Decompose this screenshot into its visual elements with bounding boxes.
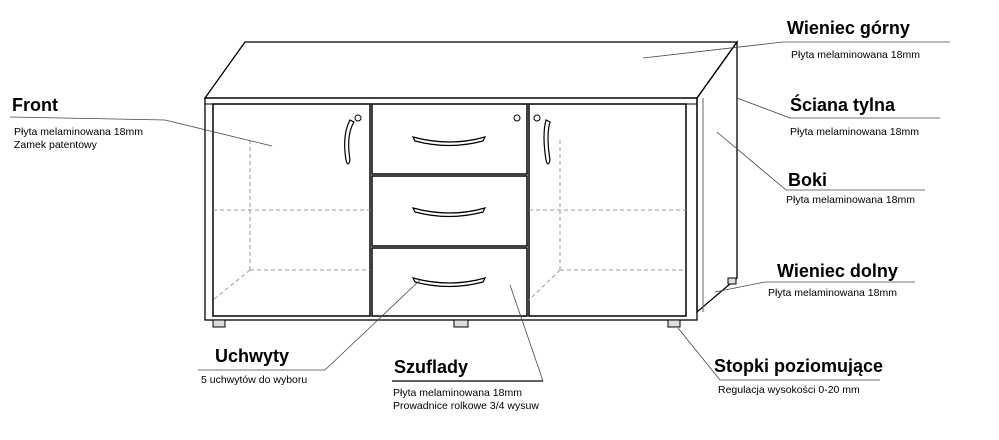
uchwyty-desc: 5 uchwytów do wyboru (201, 374, 308, 386)
sciana-tylna-desc: Płyta melaminowana 18mm (790, 126, 919, 138)
right-door (528, 103, 687, 317)
szuflady-desc-1: Płyta melaminowana 18mm (393, 387, 522, 399)
feet (212, 277, 737, 328)
front-title: Front (12, 95, 58, 115)
drawers (371, 103, 528, 317)
wieniec-dolny-desc: Płyta melaminowana 18mm (768, 287, 897, 299)
boki-title: Boki (788, 170, 828, 190)
wieniec-gorny-desc: Płyta melaminowana 18mm (791, 49, 920, 61)
front-desc-2: Zamek patentowy (14, 139, 97, 151)
wieniec-gorny-title: Wieniec górny (787, 18, 910, 38)
wieniec-dolny-title: Wieniec dolny (777, 261, 898, 281)
front-desc-1: Płyta melaminowana 18mm (14, 126, 143, 138)
sciana-tylna-title: Ściana tylna (790, 95, 896, 115)
boki-desc: Płyta melaminowana 18mm (786, 194, 915, 206)
szuflady-desc-2: Prowadnice rolkowe 3/4 wysuw (393, 400, 539, 412)
stopki-desc: Regulacja wysokości 0-20 mm (718, 384, 860, 396)
szuflady-title: Szuflady (394, 357, 469, 377)
door-handle-icon (344, 119, 355, 165)
leader-lines (9, 41, 950, 382)
stopki-title: Stopki poziomujące (714, 356, 884, 376)
uchwyty-title: Uchwyty (215, 346, 290, 366)
cabinet-body (203, 39, 739, 321)
left-door (212, 103, 371, 317)
